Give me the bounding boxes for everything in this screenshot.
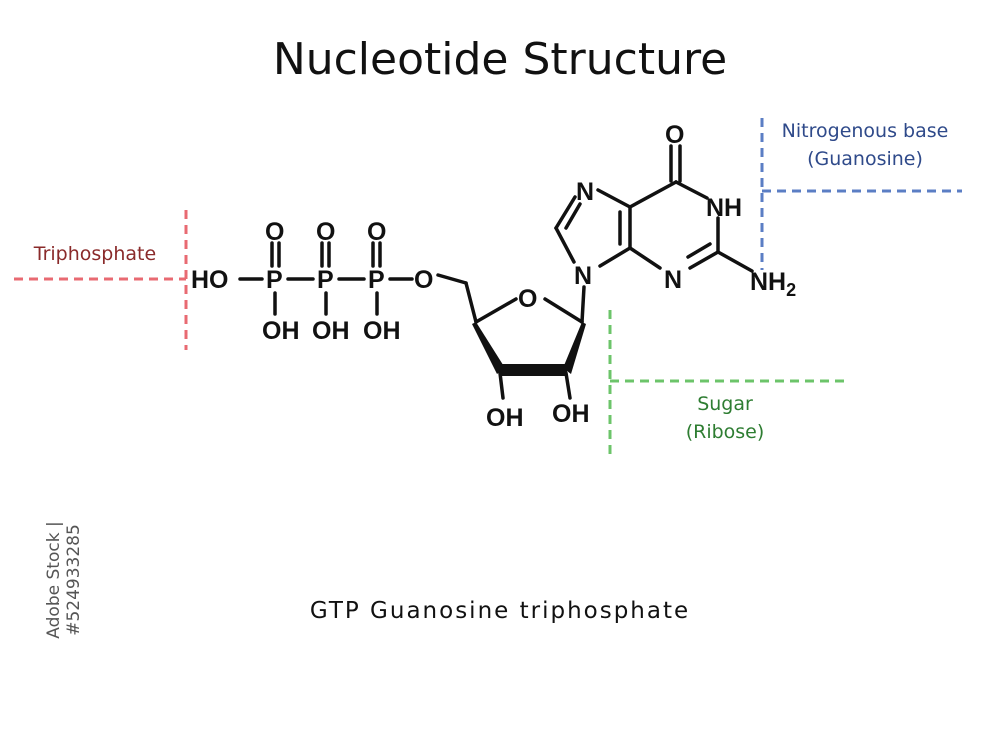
atom-ho: HO bbox=[191, 266, 229, 294]
ribose-bold-bottom bbox=[500, 364, 567, 376]
atom-c3-oh: OH bbox=[486, 404, 524, 432]
sugar-label-line2: (Ribose) bbox=[685, 421, 765, 443]
bond-ch2-c4 bbox=[464, 281, 478, 324]
atom-nh2-main: NH bbox=[750, 268, 786, 296]
atom-c2-oh: OH bbox=[552, 400, 590, 428]
atom-n3: N bbox=[664, 266, 682, 294]
atom-p3: P bbox=[368, 266, 385, 294]
atom-p3-oh: OH bbox=[363, 317, 401, 345]
sugar-marker bbox=[608, 310, 850, 455]
atom-nh2: NH2 bbox=[750, 268, 796, 300]
triphosphate-label: Triphosphate bbox=[33, 243, 157, 265]
bond-c5-c6 bbox=[628, 180, 678, 209]
atom-p2: P bbox=[317, 266, 334, 294]
bond-n3-c4 bbox=[628, 246, 662, 270]
bond-n7-c5 bbox=[596, 188, 632, 209]
atom-p2-o: O bbox=[316, 218, 335, 246]
sugar-label-line1: Sugar bbox=[697, 393, 753, 415]
atom-p1-o: O bbox=[265, 218, 284, 246]
atom-carbonyl-o: O bbox=[665, 121, 684, 149]
stock-id-watermark: Adobe Stock | #524933285 bbox=[44, 521, 84, 639]
bond-c6-n1 bbox=[674, 180, 709, 200]
bond-c2-oh bbox=[564, 371, 572, 400]
atom-labels: HO P P P O O O OH OH OH O O OH OH N N N … bbox=[191, 121, 796, 432]
diagram-title: Nucleotide Structure bbox=[272, 34, 728, 85]
base-marker bbox=[760, 118, 962, 270]
bond-c2-nh2 bbox=[716, 250, 754, 273]
nitrogenous-base-label: Nitrogenous base (Guanosine) bbox=[760, 117, 970, 173]
atom-ester-o: O bbox=[414, 266, 433, 294]
bond-c3-oh bbox=[498, 371, 505, 400]
atom-p3-o: O bbox=[367, 218, 386, 246]
ribose-wedge-left bbox=[472, 322, 505, 374]
bond-c4-o4 bbox=[474, 297, 518, 324]
bond-c2-n3-b bbox=[686, 242, 712, 259]
ribose-wedge-right bbox=[563, 322, 586, 374]
atom-nh2-sub: 2 bbox=[786, 280, 796, 300]
atom-nh: NH bbox=[706, 194, 742, 222]
base-label-line1: Nitrogenous base bbox=[781, 120, 949, 142]
bond-c2-n3-a bbox=[688, 250, 720, 270]
bond-o4-c1 bbox=[543, 297, 584, 324]
base-label-line2: (Guanosine) bbox=[807, 148, 923, 170]
bond-c4-n9 bbox=[598, 246, 632, 268]
atom-p1: P bbox=[266, 266, 283, 294]
bonds bbox=[238, 144, 754, 400]
atom-n7: N bbox=[576, 178, 594, 206]
atom-p2-oh: OH bbox=[312, 317, 350, 345]
triphosphate-marker bbox=[14, 210, 188, 350]
sugar-label: Sugar (Ribose) bbox=[650, 390, 800, 446]
atom-ring-o: O bbox=[518, 285, 537, 313]
bond-o-ch2 bbox=[436, 273, 468, 285]
atom-n9: N bbox=[574, 262, 592, 290]
bond-c8-n7-b bbox=[564, 202, 582, 230]
bond-n9-c8 bbox=[554, 226, 576, 264]
bond-c1-n9 bbox=[580, 285, 586, 324]
diagram-caption: GTP Guanosine triphosphate bbox=[309, 598, 691, 624]
atom-p1-oh: OH bbox=[262, 317, 300, 345]
bond-c8-n7-a bbox=[554, 195, 577, 230]
